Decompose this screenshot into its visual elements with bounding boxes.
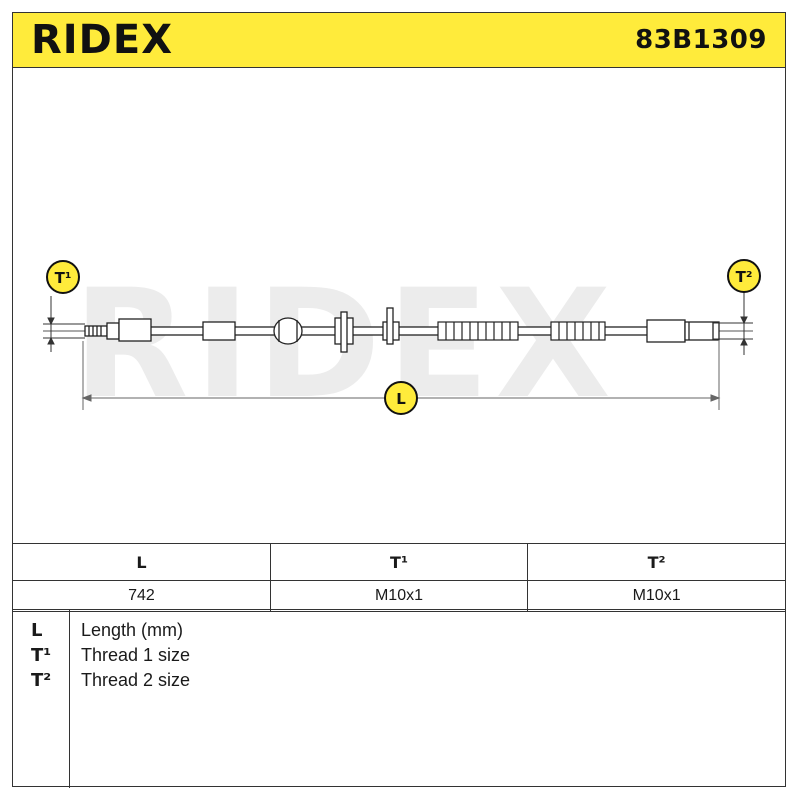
sleeve-1: [202, 321, 236, 341]
t1-marker-label: T¹: [55, 269, 72, 287]
t1-dimension: [43, 296, 85, 352]
legend-text: Length (mm): [81, 620, 184, 640]
spec-table: L T¹ T² 742 M10x1 M10x1: [13, 543, 785, 612]
l-marker-label: L: [396, 390, 406, 408]
value-t2: M10x1: [527, 580, 785, 612]
legend-row-t2: T² Thread 2 size: [13, 670, 785, 694]
legend-text: Thread 1 size: [81, 645, 191, 665]
legend-key: T¹: [31, 645, 52, 666]
drawing-sheet: RIDEX 83B1309 RIDEX: [12, 12, 786, 788]
legend-key: T²: [31, 670, 52, 691]
t1-marker: [46, 260, 80, 294]
bracket-1: [334, 311, 354, 353]
part-number: 83B1309: [635, 25, 767, 55]
legend-row-t1: T¹ Thread 1 size: [13, 645, 785, 669]
legend-key: L: [31, 620, 43, 641]
t2-marker: [727, 259, 761, 293]
technical-drawing: RIDEX: [43, 258, 761, 432]
legend: L Length (mm) T¹ Thread 1 size T² Thread…: [13, 609, 785, 788]
ribbed-sleeve: [437, 321, 519, 341]
t2-marker-label: T²: [736, 268, 753, 286]
value-t1: M10x1: [269, 580, 529, 612]
bracket-2: [382, 307, 400, 345]
spec-header-row: L T¹ T²: [13, 543, 785, 581]
left-fitting: [84, 318, 152, 342]
legend-text: Thread 2 size: [81, 670, 191, 690]
header-l: L: [13, 543, 271, 581]
right-fitting: [646, 319, 720, 343]
legend-row-l: L Length (mm): [13, 620, 785, 644]
header-t2: T²: [527, 543, 785, 581]
legend-divider: [69, 610, 70, 788]
grommet: [273, 317, 303, 345]
spec-value-row: 742 M10x1 M10x1: [13, 580, 785, 612]
brand-logo: RIDEX: [31, 17, 174, 63]
value-l: 742: [13, 580, 271, 612]
header-t1: T¹: [269, 543, 529, 581]
t2-dimension: [713, 290, 753, 355]
l-marker: [384, 381, 418, 415]
header-bar: RIDEX 83B1309: [13, 13, 785, 68]
ribbed-sleeve-2: [550, 321, 606, 341]
